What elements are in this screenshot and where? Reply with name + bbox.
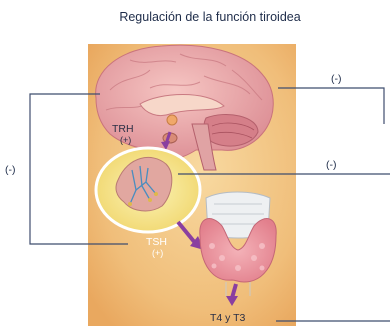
tsh-label: TSH (+) [146,236,167,259]
diagram-title: Regulación de la función tiroidea [119,10,301,24]
left-feedback-sign: (-) [5,164,16,176]
right-top-feedback-sign: (-) [331,73,342,85]
right-mid-feedback-sign: (-) [326,159,337,171]
right-top-feedback-line [278,87,385,124]
thyroid-illustration [199,191,277,296]
pituitary-magnified [94,146,202,234]
hormones-label: T4 y T3 [210,312,246,324]
tsh-arrow [176,220,198,246]
left-feedback-bracket [29,93,128,245]
hormone-arrow [230,283,238,299]
trh-label: TRH (+) [112,123,134,146]
feedback-lines [29,87,390,322]
brain-illustration [95,44,274,171]
